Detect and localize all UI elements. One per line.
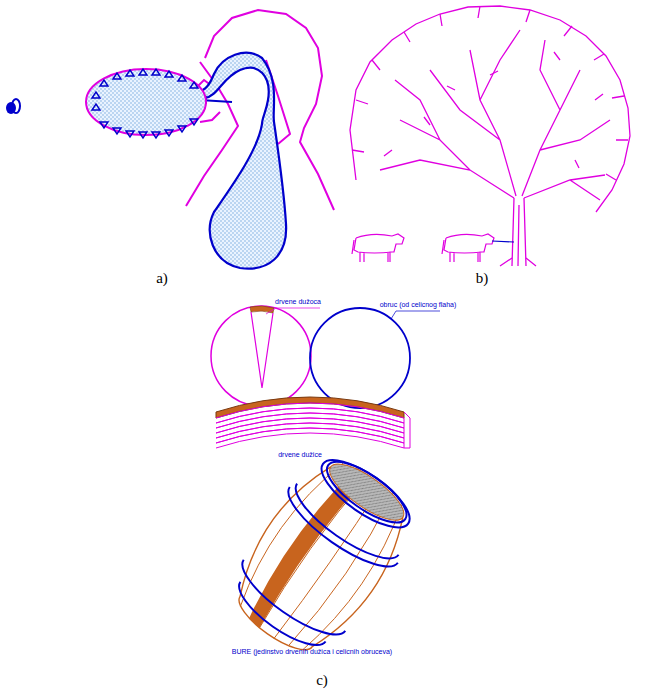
cow	[352, 234, 494, 262]
stave-circle	[211, 306, 320, 406]
barrel	[213, 440, 430, 671]
tether-line	[492, 241, 514, 242]
earphone-icon	[6, 99, 20, 114]
hoop-circle	[310, 308, 440, 408]
part-label: obruc (od celicnog flaha)	[380, 301, 457, 309]
part-label: BURE (jedinstvo drvenih dužica i celicni…	[232, 648, 392, 656]
panel-label: a)	[156, 270, 168, 287]
part-label: drvene dužoca	[275, 298, 321, 306]
panel-label: b)	[476, 270, 489, 287]
stave-stack	[216, 397, 410, 448]
tree	[350, 6, 630, 266]
part-label: drvene dužice	[278, 451, 322, 459]
ear-canal	[198, 53, 286, 269]
panel-label: c)	[316, 672, 328, 689]
ear-cavity	[86, 69, 206, 138]
